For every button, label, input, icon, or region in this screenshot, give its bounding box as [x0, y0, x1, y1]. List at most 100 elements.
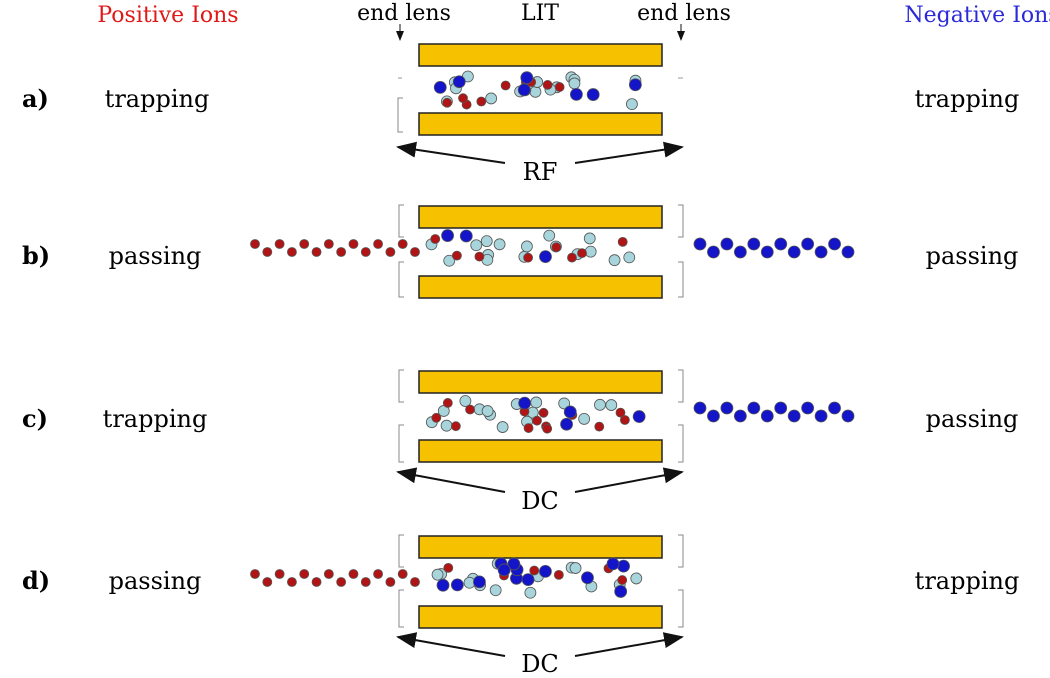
- row-c: c) trapping passing DC: [22, 369, 1018, 515]
- positive-ion: [323, 239, 334, 249]
- positive-ion: [274, 569, 285, 579]
- negative-ion: [606, 557, 620, 571]
- positive-ion: [500, 80, 511, 91]
- positive-ion: [385, 247, 396, 257]
- negative-ions-header: Negative Ions: [904, 3, 1050, 28]
- positive-ion: [617, 236, 628, 247]
- negative-ion: [441, 229, 454, 242]
- end-lens-left-label: end lens: [357, 1, 451, 26]
- positive-ion: [336, 247, 347, 257]
- neutral-ion: [626, 98, 638, 110]
- positive-ion: [458, 93, 468, 104]
- positive-ion: [554, 82, 565, 92]
- negative-ion: [841, 245, 855, 259]
- negative-ion: [801, 401, 815, 415]
- negative-ion: [436, 578, 450, 592]
- neutral-ion: [605, 399, 618, 411]
- negative-ion: [707, 245, 720, 259]
- field-arrows-c: [396, 467, 684, 493]
- negative-ion: [774, 237, 788, 251]
- positive-ion: [373, 239, 383, 249]
- positive-ion: [619, 415, 630, 425]
- negative-ion: [450, 578, 464, 592]
- end-lens-right-d: [678, 534, 684, 628]
- positive-ion: [397, 239, 408, 249]
- positive-ion: [529, 565, 540, 576]
- neutral-ion: [440, 419, 453, 432]
- negative-ion: [707, 409, 720, 423]
- positive-ion: [299, 569, 310, 579]
- positive-ion: [430, 234, 441, 244]
- end-lens-left-b: [398, 204, 404, 298]
- negative-ion: [539, 250, 552, 263]
- positive-ion: [532, 415, 542, 426]
- right-state-d: trapping: [915, 567, 1020, 595]
- negative-ion: [518, 396, 532, 410]
- positive-ion: [311, 577, 322, 587]
- end-lens-right-b: [678, 204, 684, 298]
- ion-cloud-d: [250, 557, 643, 599]
- positive-ion: [617, 575, 628, 585]
- positive-ion: [567, 252, 577, 263]
- positive-ion: [443, 562, 454, 573]
- negative-ion: [733, 245, 747, 259]
- positive-ion: [323, 569, 334, 579]
- left-state-b: passing: [109, 242, 202, 270]
- neutral-ion: [521, 240, 533, 253]
- neutral-ion: [496, 421, 509, 433]
- positive-ion: [442, 97, 453, 108]
- row-label-d: d): [22, 566, 50, 595]
- neutral-ion: [443, 254, 456, 267]
- positive-ion: [594, 421, 605, 432]
- negative-ion: [814, 409, 828, 423]
- negative-ion: [517, 83, 531, 97]
- neutral-ion: [630, 572, 643, 585]
- positive-ion: [551, 242, 562, 253]
- positive-ion: [360, 577, 371, 587]
- end-lens-right-c: [678, 369, 684, 463]
- positive-ion: [465, 404, 475, 415]
- positive-ion: [274, 239, 285, 249]
- neutral-ion: [470, 239, 483, 252]
- negative-ion: [520, 71, 534, 85]
- negative-ion: [632, 410, 646, 423]
- neutral-ion: [459, 395, 472, 407]
- neutral-ion: [569, 562, 582, 574]
- negative-ion: [747, 401, 761, 415]
- positive-ion: [410, 247, 420, 257]
- negative-ion: [586, 88, 600, 101]
- positive-ion: [451, 250, 462, 261]
- neutral-ion: [558, 397, 571, 410]
- negative-ion: [452, 75, 466, 89]
- negative-ion: [760, 245, 774, 259]
- neutral-ion: [578, 412, 591, 425]
- positive-ion: [450, 421, 461, 432]
- end-lens-left-a: [397, 77, 403, 133]
- neutral-ion: [583, 232, 596, 245]
- rod-bottom-b: [418, 275, 663, 299]
- negative-ion: [747, 237, 761, 251]
- left-state-c: trapping: [103, 405, 208, 433]
- neutral-ion: [493, 238, 506, 251]
- rod-top-d: [418, 535, 663, 559]
- positive-ion: [250, 239, 260, 249]
- ion-cloud-b: [250, 229, 855, 267]
- negative-ion: [787, 409, 801, 423]
- positive-ion: [474, 251, 485, 262]
- negative-ion: [801, 237, 815, 251]
- positive-ion: [538, 407, 549, 418]
- field-label-d: DC: [521, 650, 559, 678]
- negative-ion: [614, 585, 628, 598]
- positive-ion: [615, 407, 626, 418]
- negative-ion: [628, 78, 642, 92]
- lit-label: LIT: [521, 1, 559, 26]
- rod-top-a: [418, 43, 663, 67]
- positive-ion: [311, 247, 322, 257]
- positive-ion: [385, 577, 396, 587]
- negative-ion: [563, 405, 577, 419]
- positive-ion: [397, 569, 408, 579]
- right-state-a: trapping: [915, 85, 1020, 113]
- rod-top-b: [418, 205, 663, 229]
- left-state-d: passing: [109, 567, 202, 595]
- end-lens-right-label: end lens: [637, 1, 731, 26]
